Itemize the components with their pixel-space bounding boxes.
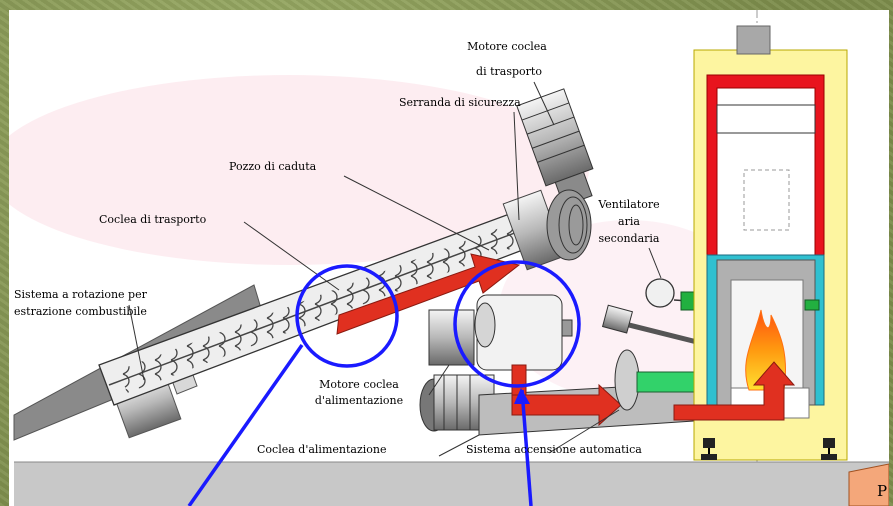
corner-tab[interactable]: [848, 463, 889, 506]
label-serranda: Serranda di sicurezza: [399, 96, 521, 109]
label-sistema-rotazione: estrazione combustibile: [14, 305, 147, 318]
leader-lines: [128, 81, 662, 457]
screw-shaft: [108, 221, 545, 386]
label-coclea-trasporto: Coclea di trasporto: [99, 213, 207, 226]
highlight-circle-hopper: [453, 260, 581, 388]
gear-wheel: [546, 189, 592, 261]
label-motore-trasporto: di trasporto: [476, 65, 542, 78]
boiler-water-top: [716, 104, 816, 134]
boiler-foot: [701, 438, 717, 460]
label-ventilatore: Ventilatore: [597, 198, 659, 211]
label-motore-trasporto: Motore coclea: [467, 40, 547, 53]
label-ventilatore: aria: [618, 215, 640, 228]
boiler-chimney: [736, 25, 771, 55]
flow-arrow-transport: [336, 253, 521, 335]
boiler-feed-diagram: Motore coclea di trasporto Serranda di s…: [9, 10, 889, 506]
feed-motor: [419, 309, 495, 432]
ignition-wheel: [614, 349, 640, 411]
ignition-device: [601, 304, 634, 334]
label-coclea-alimentazione: Coclea d'alimentazione: [257, 443, 386, 456]
pointer-line-left: [187, 343, 304, 506]
label-motore-alimentazione: Motore coclea: [319, 378, 399, 391]
pointer-arrowhead: [514, 388, 530, 404]
corner-tab-label: P: [877, 482, 887, 500]
boiler-foot: [821, 438, 837, 460]
highlight-circle-transport: [295, 264, 399, 368]
label-ventilatore: secondaria: [599, 232, 660, 245]
flow-arrow-boiler: [673, 361, 796, 421]
transport-screw-helix: [119, 220, 529, 393]
floor-slab: [14, 462, 889, 506]
diagram-svg: Motore coclea di trasporto Serranda di s…: [9, 10, 889, 506]
boiler-top-window: [743, 169, 790, 231]
pink-haze: [9, 75, 589, 265]
label-sistema-accensione: Sistema accensione automatica: [466, 443, 642, 456]
label-pozzo: Pozzo di caduta: [229, 160, 317, 173]
label-motore-alimentazione: d'alimentazione: [315, 394, 403, 407]
secondary-fan: [645, 278, 675, 308]
pointer-line-right: [520, 389, 533, 506]
feed-hopper-knob: [561, 319, 573, 337]
label-sistema-rotazione: Sistema a rotazione per: [14, 288, 148, 301]
feed-hopper-face: [474, 302, 496, 348]
boiler-secondary-air: [804, 299, 820, 311]
